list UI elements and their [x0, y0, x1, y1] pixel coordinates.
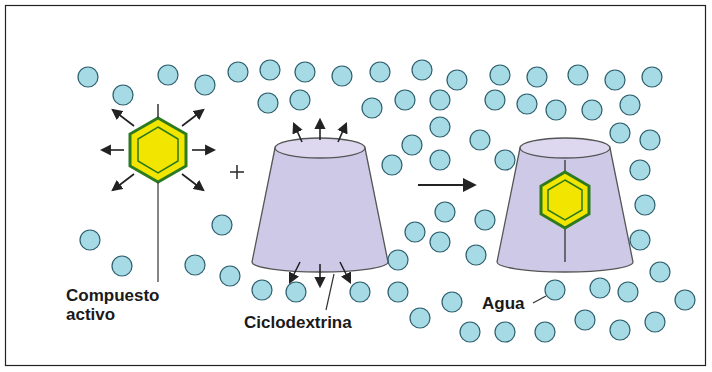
water-molecule: [212, 215, 232, 235]
water-molecule: [485, 90, 505, 110]
water-molecule: [610, 123, 630, 143]
water-molecules: [78, 60, 695, 342]
water-molecule: [402, 135, 422, 155]
water-molecule: [545, 280, 565, 300]
water-molecule: [620, 95, 640, 115]
water-molecule: [260, 60, 280, 80]
water-molecule: [582, 100, 602, 120]
water-molecule: [185, 255, 205, 275]
water-molecule: [382, 155, 402, 175]
water-molecule: [527, 67, 547, 87]
water-molecule: [370, 62, 390, 82]
water-molecule: [430, 150, 450, 170]
water-molecule: [286, 282, 306, 302]
plus-sign: [230, 165, 244, 179]
water-molecule: [113, 85, 133, 105]
water-molecule: [535, 322, 555, 342]
water-molecule: [630, 160, 650, 180]
water-molecule: [490, 65, 510, 85]
leader-line: [533, 296, 546, 303]
water-molecule: [412, 60, 432, 80]
water-molecule: [332, 66, 352, 86]
water-molecule: [460, 322, 480, 342]
water-molecule: [605, 70, 625, 90]
water-molecule: [447, 70, 467, 90]
cyclodextrin-cone: [252, 120, 388, 310]
water-molecule: [112, 256, 132, 276]
water-molecule: [258, 93, 278, 113]
water-molecule: [590, 278, 610, 298]
part-label: Compuesto activo: [66, 286, 178, 324]
water-molecule: [220, 266, 240, 286]
leader-line: [157, 182, 158, 282]
water-molecule: [410, 308, 430, 328]
water-molecule: [350, 282, 370, 302]
water-molecule: [430, 232, 450, 252]
water-molecule: [388, 250, 408, 270]
water-molecule: [610, 320, 630, 340]
water-molecule: [650, 262, 670, 282]
water-molecule: [645, 312, 665, 332]
water-molecule: [158, 65, 178, 85]
water-molecule: [642, 67, 662, 87]
water-molecule: [290, 90, 310, 110]
inclusion-complex: [497, 138, 633, 272]
water-molecule: [517, 94, 537, 114]
water-molecule: [475, 210, 495, 230]
water-molecule: [466, 245, 486, 265]
water-molecule: [546, 100, 566, 120]
water-molecule: [430, 90, 450, 110]
water-molecule: [442, 292, 462, 312]
water-molecule: [618, 282, 638, 302]
water-molecule: [635, 195, 655, 215]
part-label: Ciclodextrina: [244, 313, 404, 332]
frame-border: [6, 6, 706, 366]
water-molecule: [228, 62, 248, 82]
water-molecule: [80, 230, 100, 250]
water-molecule: [430, 117, 450, 137]
active-compound: [102, 104, 214, 282]
water-molecule: [195, 75, 215, 95]
water-molecule: [675, 290, 695, 310]
water-molecule: [470, 130, 490, 150]
water-molecule: [295, 62, 315, 82]
water-molecule: [495, 322, 515, 342]
water-molecule: [252, 280, 272, 300]
water-molecule: [405, 222, 425, 242]
leader-line: [326, 274, 334, 310]
water-molecule: [640, 130, 660, 150]
water-molecule: [395, 90, 415, 110]
water-molecule: [568, 65, 588, 85]
water-molecule: [495, 150, 515, 170]
water-molecule: [435, 202, 455, 222]
water-molecule: [630, 230, 650, 250]
water-molecule: [388, 282, 408, 302]
reaction-arrow: [418, 184, 474, 186]
water-molecule: [362, 98, 382, 118]
water-molecule: [78, 67, 98, 87]
part-label: Agua: [482, 294, 552, 313]
water-molecule: [575, 310, 595, 330]
